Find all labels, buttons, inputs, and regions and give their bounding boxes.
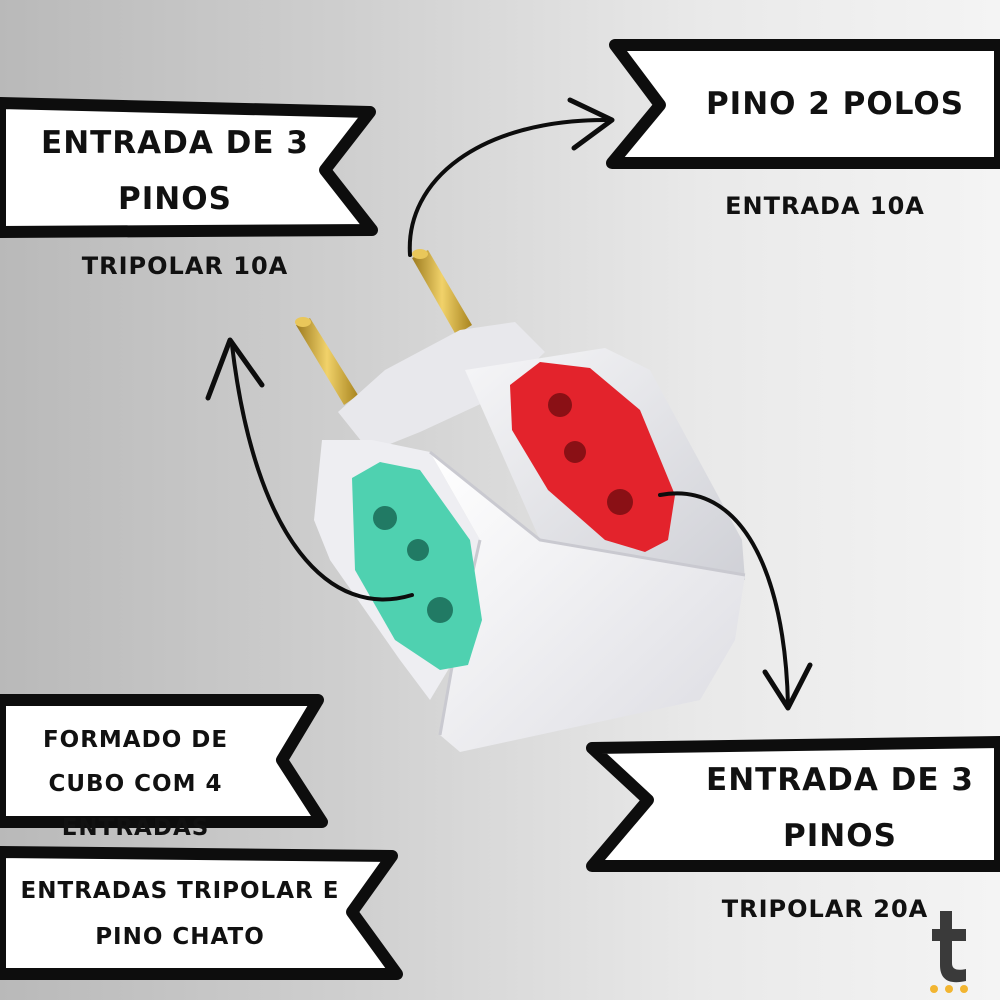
banner-bottom-left-2	[0, 846, 403, 980]
red-socket	[510, 362, 675, 552]
label-top-left-banner: ENTRADA DE 3 PINOS	[41, 125, 309, 217]
pin-left	[295, 317, 358, 405]
arrow-to-red-socket	[658, 491, 813, 711]
label-top-right-sub: ENTRADA 10A	[725, 192, 925, 220]
banner-bottom-right	[586, 736, 1000, 872]
teal-socket	[352, 462, 482, 670]
t-logo-icon	[930, 911, 968, 993]
arrow-to-pins	[407, 97, 615, 257]
label-bottom-right-banner: ENTRADA DE 3 PINOS	[706, 762, 974, 854]
label-bottom-left-banner-1: FORMADO DE CUBO COM 4 ENTRADAS	[42, 727, 229, 841]
banner-top-right	[606, 39, 1000, 169]
banner-top-left	[0, 97, 378, 238]
label-top-left-sub: TRIPOLAR 10A	[81, 252, 289, 280]
banner-bottom-left-1	[0, 694, 328, 828]
pin-right	[412, 249, 472, 335]
cube-adapter-image	[295, 249, 746, 752]
label-bottom-right-sub: TRIPOLAR 20A	[721, 895, 929, 923]
label-bottom-left-banner-2: ENTRADAS TRIPOLAR E PINO CHATO	[20, 878, 340, 950]
label-top-right-banner: PINO 2 POLOS	[705, 86, 965, 122]
arrow-to-teal-socket	[205, 337, 414, 602]
